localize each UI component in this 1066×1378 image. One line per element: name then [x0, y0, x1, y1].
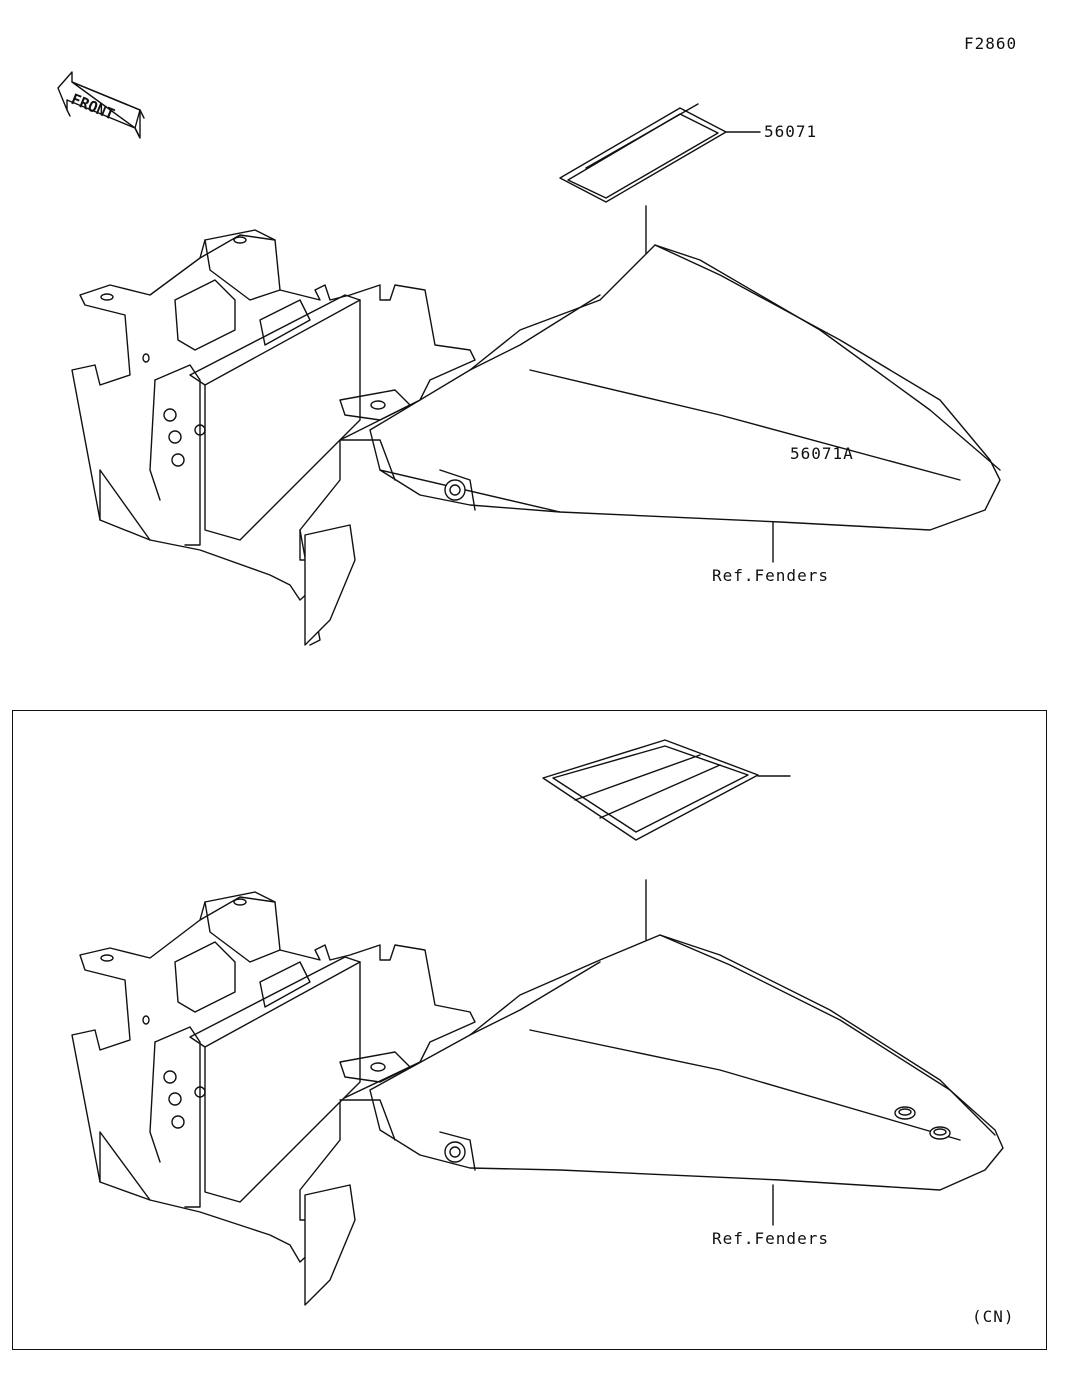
label-plate-56071a: [542, 739, 759, 841]
figure-code: F2860: [964, 34, 1018, 53]
fender-bracket-tray-cn: [71, 891, 476, 1306]
front-arrow-icon: FRONT: [57, 71, 145, 139]
rear-fender: [369, 244, 1001, 531]
region-label: (CN): [972, 1307, 1015, 1326]
part-number-56071: 56071: [764, 122, 818, 141]
part-number-56071a: 56071A: [790, 444, 854, 463]
label-plate-56071: [559, 103, 727, 203]
fender-bracket-tray: [71, 229, 476, 646]
rear-fender-cn: [369, 934, 1004, 1191]
top-fender-assembly-drawing: [71, 103, 1001, 646]
ref-fenders-label-bottom: Ref.Fenders: [712, 1229, 829, 1248]
cn-variant-frame: [12, 710, 1047, 1350]
ref-fenders-label-top: Ref.Fenders: [712, 566, 829, 585]
